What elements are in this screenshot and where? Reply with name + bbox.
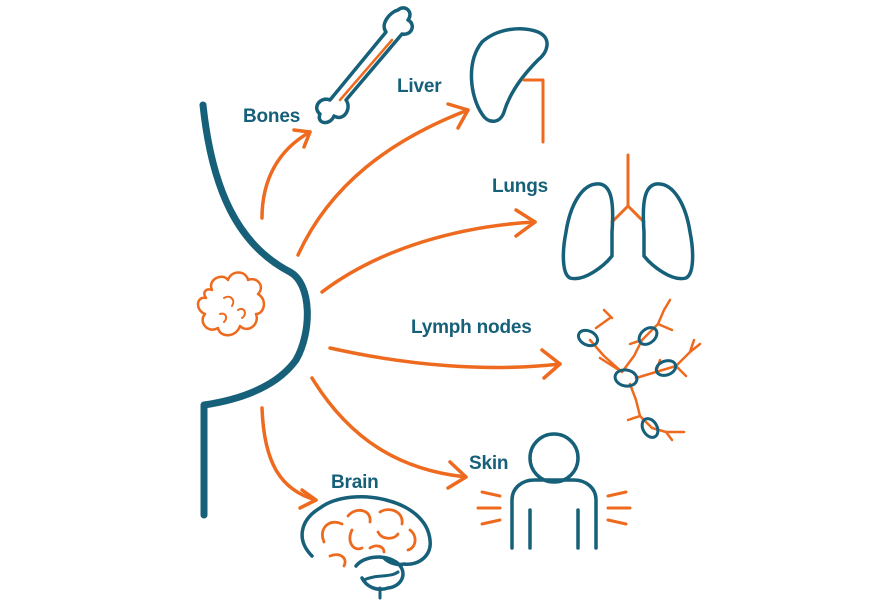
label-bones: Bones <box>243 106 301 127</box>
label-skin: Skin <box>469 453 509 474</box>
breast-outline-icon <box>199 101 311 519</box>
arrowhead-lymph <box>540 348 562 380</box>
person-icon <box>476 432 632 550</box>
label-liver: Liver <box>397 76 442 97</box>
arrow-to-brain <box>260 406 318 502</box>
arrow-to-bones <box>260 130 312 220</box>
arrow-to-liver <box>296 108 470 257</box>
liver-icon <box>469 27 549 144</box>
arrowhead-bones <box>292 128 312 149</box>
lungs-icon <box>561 153 695 281</box>
label-lymph-nodes: Lymph nodes <box>411 317 532 338</box>
lymph-nodes-icon <box>576 298 702 442</box>
arrow-to-skin <box>310 376 468 479</box>
tumor-icon <box>196 271 266 337</box>
arrowhead-liver <box>446 102 470 130</box>
tumor-detail <box>219 295 246 323</box>
brain-icon <box>300 494 432 600</box>
arrowhead-brain <box>298 488 318 510</box>
arrow-to-lymph <box>328 346 562 370</box>
label-brain: Brain <box>331 472 379 493</box>
label-lungs: Lungs <box>492 176 548 197</box>
arrowhead-skin <box>446 460 468 490</box>
metastasis-arrows <box>260 102 562 510</box>
arrow-to-lungs <box>320 220 537 294</box>
bone-icon <box>315 6 414 125</box>
arrowhead-lungs <box>514 208 537 238</box>
